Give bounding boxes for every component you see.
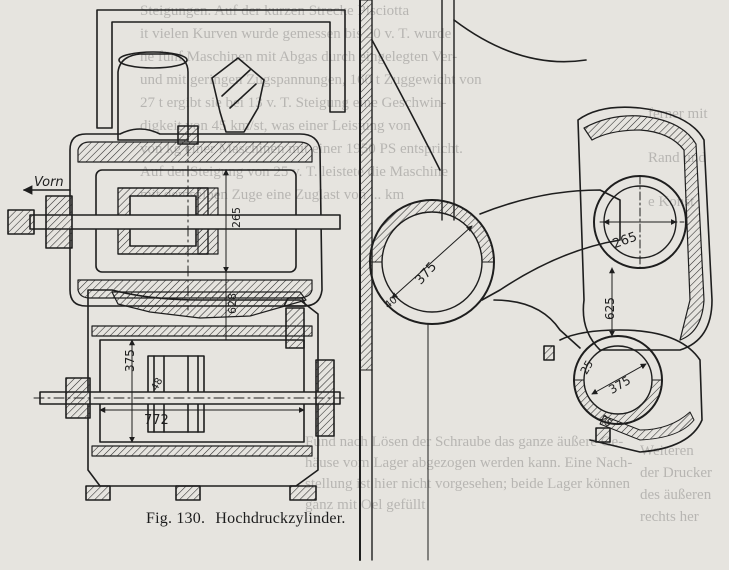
dim-265-right: 265	[611, 230, 639, 253]
bleed-through-line: Steigungen. Auf der kurzen Strecke Pisci…	[140, 3, 410, 19]
lower-bottom-wall	[91, 445, 313, 457]
lubricator	[285, 307, 305, 349]
upper-piston-rod	[29, 214, 341, 230]
angled-pipe	[211, 57, 265, 133]
bottom-flange-left	[85, 485, 111, 501]
vorn-label: Vorn	[34, 175, 64, 190]
figure-caption: Fig. 130. Hochdruckzylinder.	[146, 510, 352, 528]
frame-curve	[371, 39, 441, 171]
dim-375-left: 375	[123, 349, 137, 372]
upper-cylinder-casing	[69, 128, 323, 307]
frame-hatch-strip	[359, 0, 373, 371]
bleed-through-line: stellung ist hier nicht vorgesehen; beid…	[305, 476, 631, 492]
bleed-through-line: digkeit von 45 km/st, was einer Leistung…	[140, 118, 411, 134]
steam-chest-wall	[583, 115, 705, 341]
front-stuffing-box	[45, 195, 73, 249]
longitudinal-section	[7, 9, 349, 501]
bolt	[543, 345, 555, 361]
cross-section	[359, 0, 713, 561]
angled-pipe-inner	[221, 69, 257, 109]
bleed-through-lower: Fund nach Lösen der Schraube das ganze ä…	[305, 432, 632, 516]
steam-chest-casing	[577, 106, 713, 351]
lower-casing	[559, 329, 703, 453]
bottom-flange-mid	[175, 485, 201, 501]
dim-375-center: 375	[412, 259, 440, 287]
figure-title: Hochdruckzylinder.	[215, 510, 346, 527]
dim-265-left: 265	[230, 207, 243, 228]
lubricator-cap	[283, 297, 307, 307]
bleed-through-line: ne fünf Maschinen mit Abgas durch eingel…	[140, 49, 458, 65]
dim-772: 772	[144, 413, 169, 428]
valve-bore-upper	[593, 175, 687, 269]
bleed-through-line: Weiteren	[640, 443, 694, 459]
hp-cylinder-bore	[369, 199, 495, 325]
bleed-through-line: rechts her	[640, 509, 699, 525]
bleed-through-line: ganz mit Oel gefüllt	[305, 497, 426, 513]
lower-rear-stuffing-box	[315, 359, 335, 437]
dim-625: 625	[603, 297, 617, 320]
bleed-through-line: it vielen Kurven wurde gemessen bis 20 v…	[140, 26, 452, 42]
bleed-through-line: der Drucker	[640, 465, 713, 481]
bottom-flange-right	[289, 485, 317, 501]
bleed-through-line: ferner mit	[648, 106, 708, 122]
inlet-pipe-top	[118, 51, 188, 69]
bleed-through-line: des äußeren	[640, 487, 712, 503]
bleed-through-line: häuse vom Lager abgezogen werden kann. E…	[305, 455, 633, 471]
bleed-through-line: Fund nach Lösen der Schraube das ganze ä…	[305, 434, 624, 450]
bolt	[595, 427, 611, 443]
drain-cock	[177, 125, 199, 145]
top-frame	[96, 9, 346, 129]
lower-bore	[99, 339, 305, 443]
bleed-through-right-lower: Weiteren der Drucker des äußeren rechts …	[640, 440, 712, 528]
frame-curve-2	[453, 19, 587, 63]
dim-628: 628	[226, 293, 239, 314]
figure-number: Fig. 130.	[146, 510, 206, 527]
lower-casing-hatch	[599, 411, 695, 441]
front-rod-cover	[7, 209, 35, 235]
lower-front-cover	[65, 377, 91, 419]
passage-web	[479, 189, 621, 301]
dim-25: 25	[578, 358, 596, 377]
upper-cylinder-wall	[77, 141, 313, 163]
steam-passage	[111, 291, 307, 319]
dim-375-lower: 375	[606, 373, 633, 397]
passage-web-lower	[493, 299, 581, 349]
lower-top-wall	[91, 325, 313, 337]
